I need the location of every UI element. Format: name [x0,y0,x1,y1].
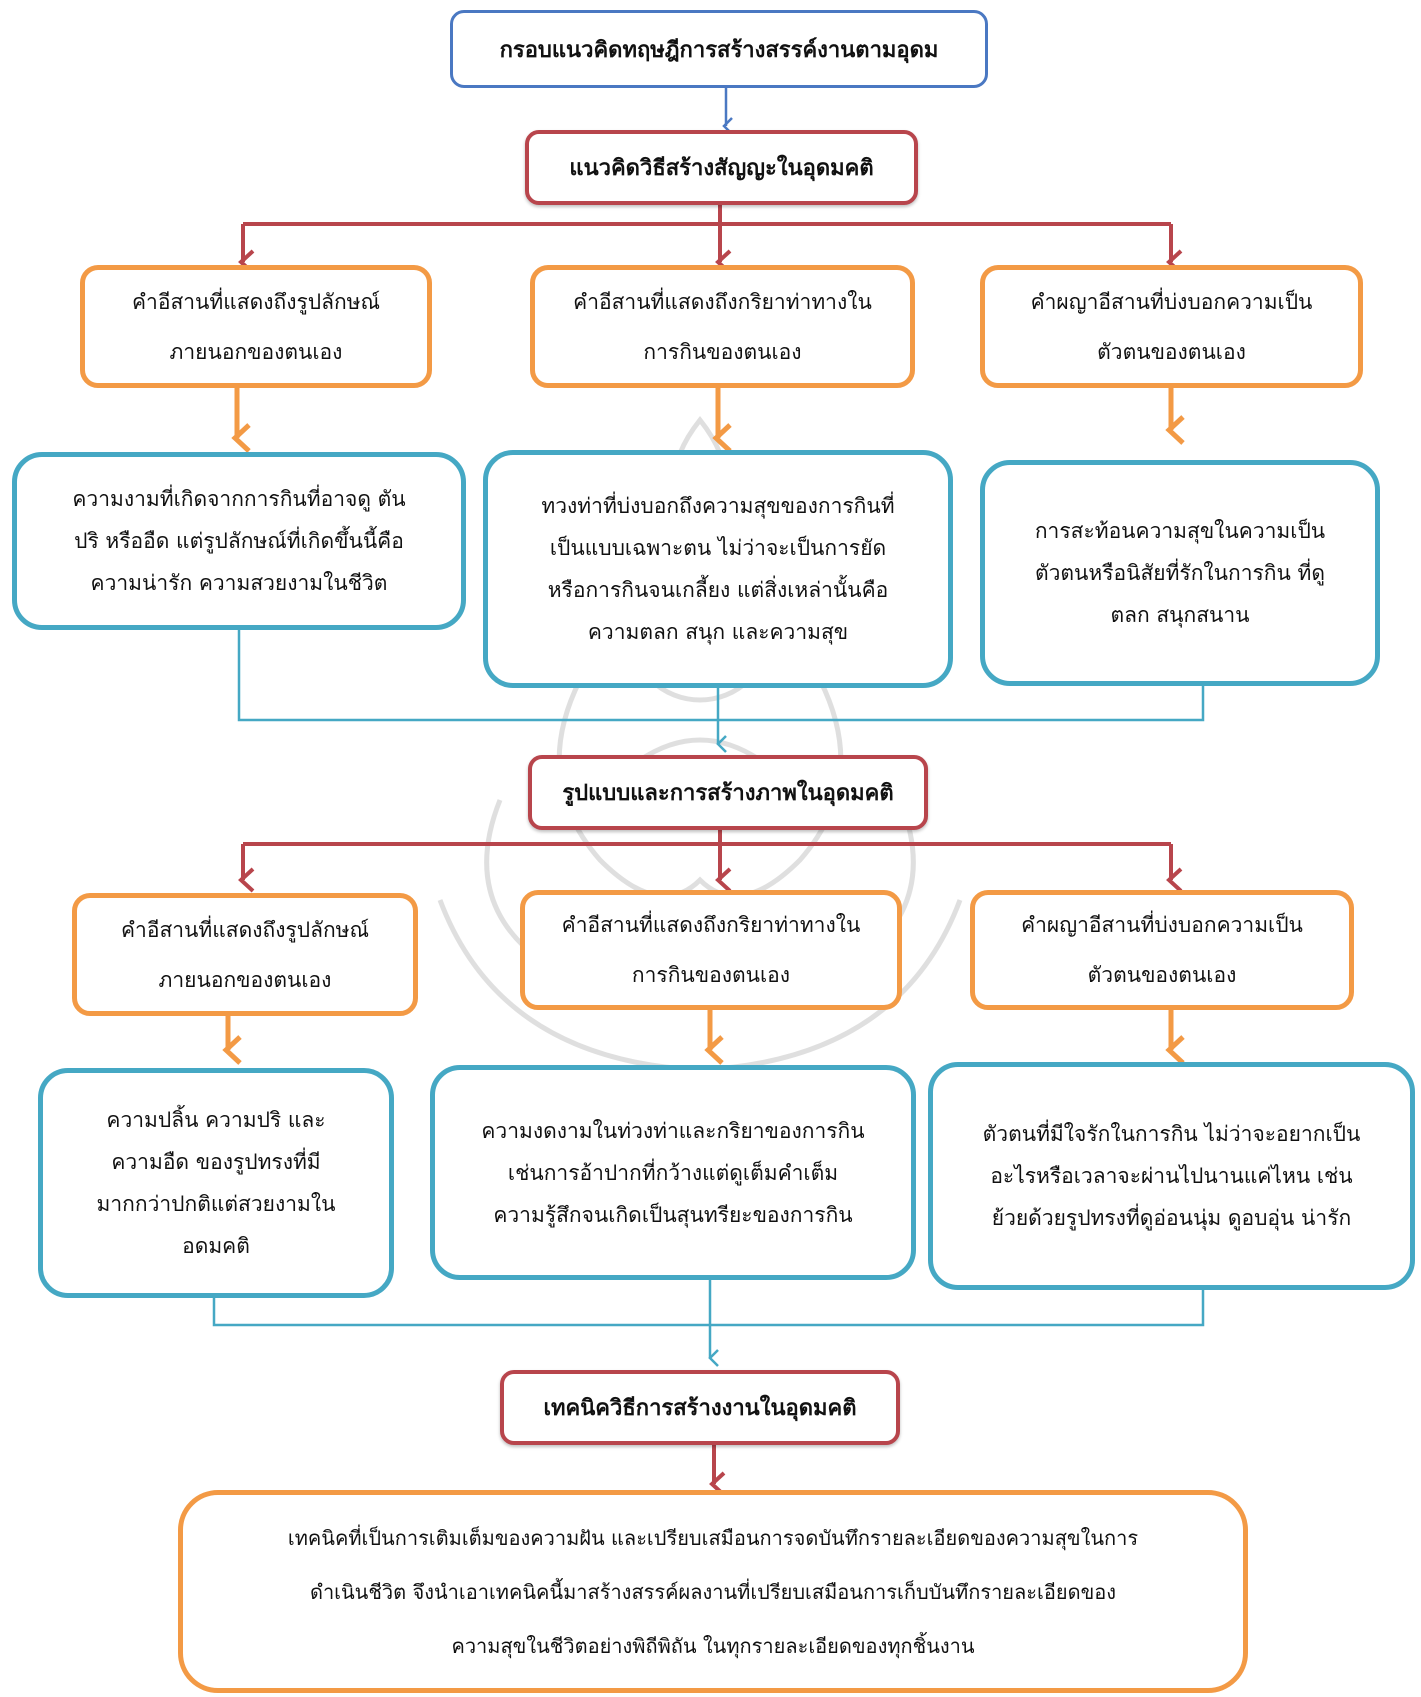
s2-right-head-line1: คำผญาอีสานที่บ่งบอกความเป็น [1021,913,1303,937]
technique-description: เทคนิคที่เป็นการเติมเต็มของความฝัน และเป… [178,1490,1248,1693]
s1-left-body-line3: ความน่ารัก ความสวยงามในชีวิต [90,571,388,595]
framework-title-box: กรอบแนวคิดทฤษฎีการสร้างสรรค์งานตามอุดม [450,10,988,88]
s1-right-head-line1: คำผญาอีสานที่บ่งบอกความเป็น [1030,289,1313,314]
s2-right-body-line2: อะไรหรือเวลาจะผ่านไปนานแค่ไหน เช่น [990,1164,1353,1188]
s2-left-description: ความปลิ้น ความปริ และความอืด ของรูปทรงที… [38,1068,394,1298]
s2-left-category: คำอีสานที่แสดงถึงรูปลักษณ์ภายนอกของตนเอง [72,893,418,1016]
s2-left-body-line2: ความอืด ของรูปทรงที่มี [111,1150,321,1174]
s1-right-category: คำผญาอีสานที่บ่งบอกความเป็นตัวตนของตนเอง [980,265,1363,388]
technique-body-line2: ดำเนินชีวิต จึงนำเอาเทคนิคนี้มาสร้างสรรค… [309,1579,1117,1604]
section1-title: แนวคิดวิธีสร้างสัญญะในอุดมคติ [569,156,874,181]
s1-middle-description: ทวงท่าที่บ่งบอกถึงความสุขของการกินที่เป็… [483,450,953,688]
s1-left-description: ความงามที่เกิดจากการกินที่อาจดู ตันปริ ห… [12,452,466,630]
s1-middle-category: คำอีสานที่แสดงถึงกริยาท่าทางในการกินของต… [530,265,915,388]
technique-body-line1: เทคนิคที่เป็นการเติมเต็มของความฝัน และเป… [287,1525,1139,1550]
s1-right-body-line1: การสะท้อนความสุขในความเป็น [1034,519,1326,543]
s2-middle-head-line2: การกินของตนเอง [631,963,791,987]
section3-title-box: เทคนิควิธีการสร้างงานในอุดมคติ [500,1370,900,1445]
s2-right-description: ตัวตนที่มีใจรักในการกิน ไม่ว่าจะอยากเป็น… [928,1062,1415,1290]
s1-middle-body-line1: ทวงท่าที่บ่งบอกถึงความสุขของการกินที่ [541,494,895,518]
s2-middle-body-line2: เช่นการอ้าปากที่กว้างแต่ดูเต็มคำเต็ม [507,1160,839,1185]
s2-middle-body-line3: ความรู้สึกจนเกิดเป็นสุนทรียะของการกิน [493,1202,853,1227]
s2-right-body-line3: ย้วยด้วยรูปทรงที่ดูอ่อนนุ่ม ดูอบอุ่น น่า… [991,1206,1352,1230]
s2-left-body-line4: อดมคติ [182,1234,250,1258]
s2-left-body-line1: ความปลิ้น ความปริ และ [106,1108,326,1132]
section2-title: รูปแบบและการสร้างภาพในอุดมคติ [562,781,894,806]
s2-right-head-line2: ตัวตนของตนเอง [1087,963,1237,987]
s1-right-description: การสะท้อนความสุขในความเป็นตัวตนหรือนิสัย… [980,460,1380,686]
s1-left-category: คำอีสานที่แสดงถึงรูปลักษณ์ภายนอกของตนเอง [80,265,432,388]
s2-left-head-line2: ภายนอกของตนเอง [158,967,332,992]
s1-middle-body-line3: หรือการกินจนเกลี้ยง แต่สิ่งเหล่านั้นคือ [547,578,889,602]
s1-left-body-line1: ความงามที่เกิดจากการกินที่อาจดู ตัน [72,487,406,511]
s1-right-head-line2: ตัวตนของตนเอง [1097,339,1246,364]
s1-middle-head-line2: การกินของตนเอง [643,339,802,364]
s1-left-head-line2: ภายนอกของตนเอง [169,339,343,364]
s2-middle-description: ความงดงามในท่วงท่าและกริยาของการกินเช่นก… [430,1065,916,1280]
s2-middle-body-line1: ความงดงามในท่วงท่าและกริยาของการกิน [481,1118,865,1143]
s1-middle-body-line4: ความตลก สนุก และความสุข [587,620,849,644]
section2-title-box: รูปแบบและการสร้างภาพในอุดมคติ [528,755,928,830]
s2-middle-category: คำอีสานที่แสดงถึงกริยาท่าทางในการกินของต… [520,890,902,1010]
section3-title: เทคนิควิธีการสร้างงานในอุดมคติ [543,1396,857,1421]
s1-right-body-line2: ตัวตนหรือนิสัยที่รักในการกิน ที่ดู [1034,561,1326,585]
s2-right-category: คำผญาอีสานที่บ่งบอกความเป็นตัวตนของตนเอง [970,890,1354,1010]
s2-left-head-line1: คำอีสานที่แสดงถึงรูปลักษณ์ [121,917,369,942]
s2-right-body-line1: ตัวตนที่มีใจรักในการกิน ไม่ว่าจะอยากเป็น [982,1122,1361,1146]
s1-left-head-line1: คำอีสานที่แสดงถึงรูปลักษณ์ [132,289,380,314]
s1-middle-head-line1: คำอีสานที่แสดงถึงกริยาท่าทางใน [573,289,872,314]
s1-right-body-line3: ตลก สนุกสนาน [1110,603,1250,627]
s2-left-body-line3: มากกว่าปกติแต่สวยงามใน [96,1192,336,1216]
s1-middle-body-line2: เป็นแบบเฉพาะตน ไม่ว่าจะเป็นการยัด [549,536,887,560]
s2-middle-head-line1: คำอีสานที่แสดงถึงกริยาท่าทางใน [561,913,861,937]
section1-title-box: แนวคิดวิธีสร้างสัญญะในอุดมคติ [525,130,918,205]
framework-title: กรอบแนวคิดทฤษฎีการสร้างสรรค์งานตามอุดม [499,37,939,63]
s1-left-body-line2: ปริ หรืออืด แต่รูปลักษณ์ที่เกิดขึ้นนี้คื… [74,529,404,553]
technique-body-line3: ความสุขในชีวิตอย่างพิถีพิถัน ในทุกรายละเ… [451,1633,975,1658]
